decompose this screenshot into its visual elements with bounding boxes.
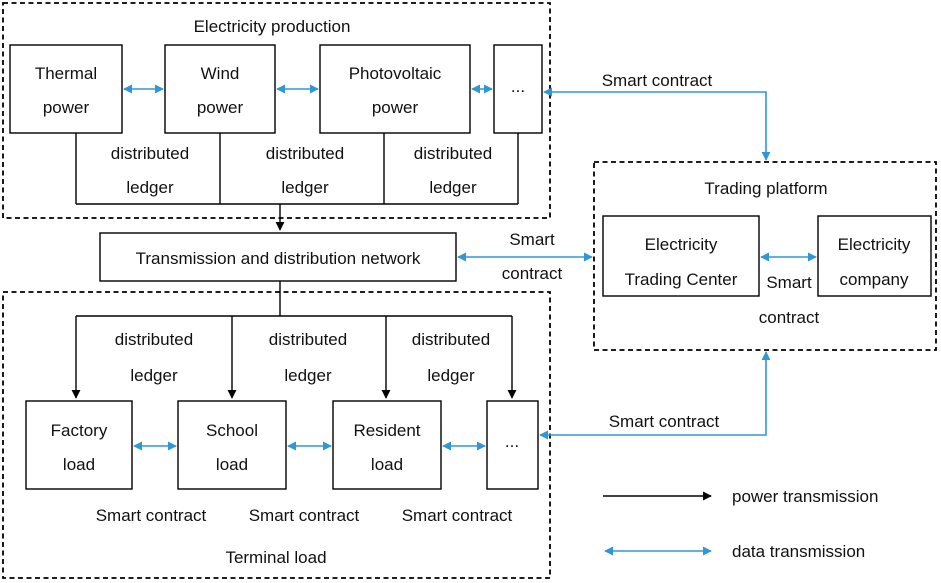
photovoltaic-power-label-line2: power [372, 98, 419, 117]
smart-contract-network-line1: Smart [509, 230, 555, 249]
school-load-box: School load [177, 400, 287, 490]
thermal-power-label-line1: Thermal [35, 64, 97, 83]
school-load-label-line2: load [216, 455, 248, 474]
smart-contract-load-label-1: Smart contract [96, 506, 207, 525]
data-arrow-loads-trading [539, 351, 771, 440]
production-more-label: ... [511, 77, 525, 96]
thermal-power-label-line2: power [43, 98, 90, 117]
ledger-label-1-line1: distributed [111, 144, 189, 163]
company-label-line2: company [840, 270, 909, 289]
legend: power transmission data transmission [603, 487, 878, 561]
ledger-label-1-line2: ledger [126, 178, 174, 197]
smart-contract-network-line2: contract [502, 264, 563, 283]
photovoltaic-power-box: Photovoltaic power [319, 44, 471, 134]
wind-power-box: Wind power [164, 44, 276, 134]
thermal-power-box: Thermal power [9, 44, 123, 134]
legend-power-label: power transmission [732, 487, 878, 506]
resident-load-label-line2: load [371, 455, 403, 474]
group-title-trading-platform: Trading platform [704, 179, 827, 198]
transmission-network-label: Transmission and distribution network [136, 249, 421, 268]
trading-center-label-line1: Electricity [645, 235, 718, 254]
school-load-label-line1: School [206, 421, 258, 440]
smart-contract-production-label: Smart contract [602, 71, 713, 90]
smart-contract-load-label-2: Smart contract [249, 506, 360, 525]
group-title-production: Electricity production [194, 17, 351, 36]
ledger-label-3-line2: ledger [429, 178, 477, 197]
wind-power-label-line2: power [197, 98, 244, 117]
ledger-label-4-line2: ledger [130, 366, 178, 385]
ledger-label-5-line2: ledger [284, 366, 332, 385]
data-arrow-production-trading [543, 87, 771, 161]
resident-load-label-line1: Resident [353, 421, 420, 440]
smart-contract-loads-label: Smart contract [609, 412, 720, 431]
company-label-line1: Electricity [838, 235, 911, 254]
factory-load-label-line2: load [63, 455, 95, 474]
electricity-trading-center-box: Electricity Trading Center [602, 215, 760, 297]
ledger-label-6-line2: ledger [427, 366, 475, 385]
trading-platform-group [593, 161, 937, 351]
trading-center-label-line2: Trading Center [625, 270, 738, 289]
smart-contract-platform-line2: contract [759, 308, 820, 327]
factory-load-label-line1: Factory [51, 421, 108, 440]
legend-data-label: data transmission [732, 542, 865, 561]
wind-power-label-line1: Wind [201, 64, 240, 83]
resident-load-box: Resident load [332, 400, 442, 490]
ledger-label-4-line1: distributed [115, 330, 193, 349]
electricity-company-box: Electricity company [817, 215, 932, 297]
transmission-network-box: Transmission and distribution network [99, 232, 457, 282]
ledger-label-3-line1: distributed [414, 144, 492, 163]
factory-load-box: Factory load [25, 400, 133, 490]
ledger-label-2-line1: distributed [266, 144, 344, 163]
group-title-terminal-load: Terminal load [225, 548, 326, 567]
ledger-label-5-line1: distributed [269, 330, 347, 349]
load-more-box: ... [486, 400, 539, 490]
photovoltaic-power-label-line1: Photovoltaic [349, 64, 442, 83]
ledger-label-6-line1: distributed [412, 330, 490, 349]
ledger-label-2-line2: ledger [281, 178, 329, 197]
production-more-box: ... [493, 44, 543, 134]
smart-contract-load-label-3: Smart contract [402, 506, 513, 525]
load-more-label: ... [505, 432, 519, 451]
load-power-bus [76, 281, 512, 317]
smart-contract-platform-line1: Smart [766, 273, 812, 292]
production-power-bus [75, 133, 519, 205]
